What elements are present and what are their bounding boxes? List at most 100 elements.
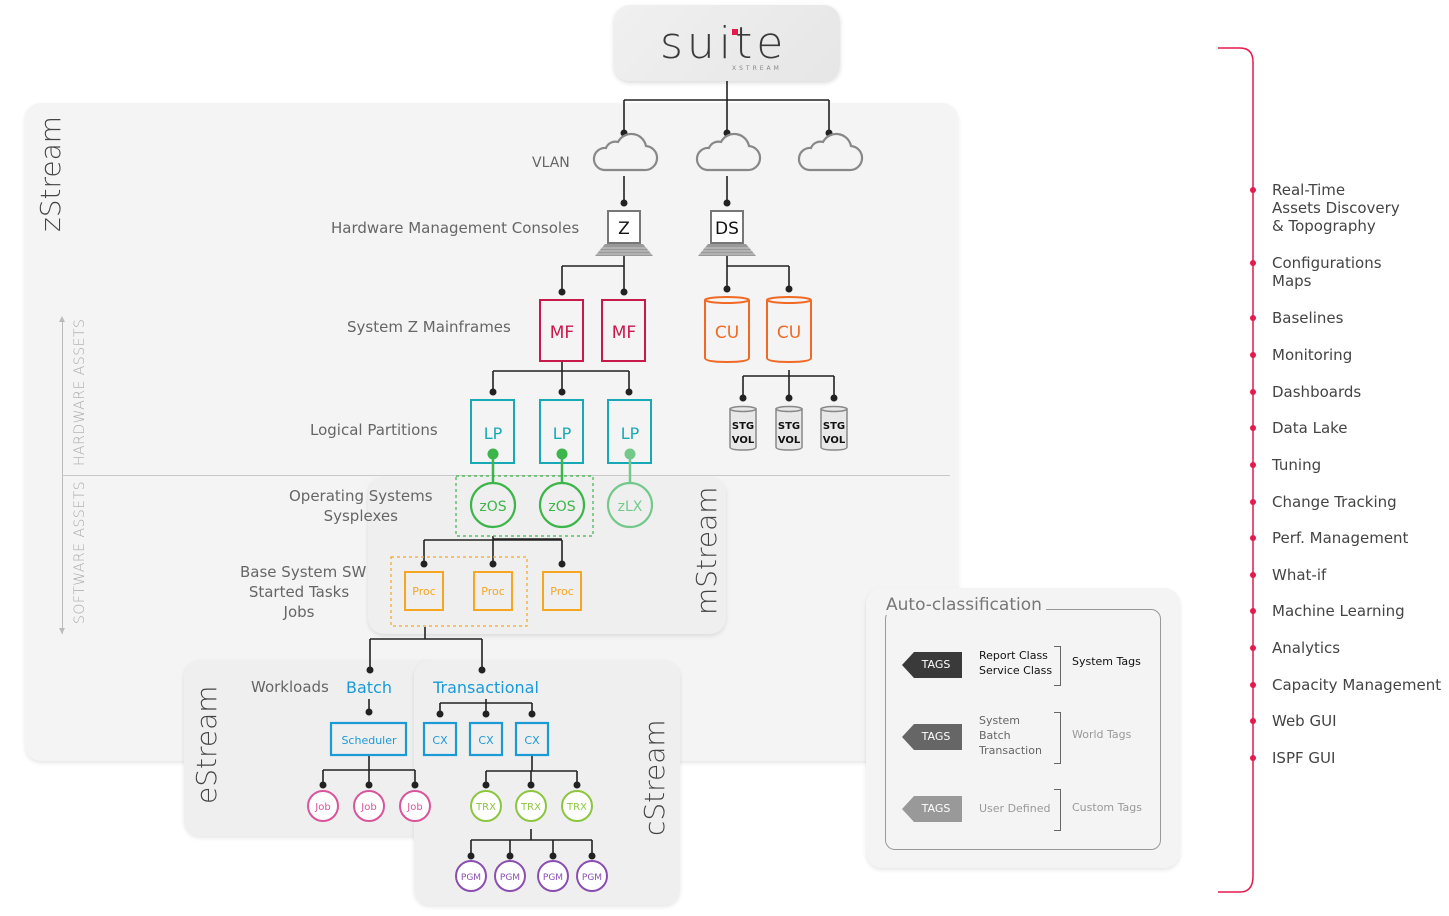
hmc-label: DS [715,219,739,239]
batch-label: Batch [346,678,392,697]
trx-node [470,790,502,822]
tag-item: Transaction [979,744,1042,757]
job-node [353,790,385,822]
feature-bullet-icon [1250,535,1256,541]
feature-bullet-icon [1250,425,1256,431]
feature-item: Capacity Management [1272,676,1441,694]
feature-item: Tuning [1272,456,1321,474]
row-label-sw-1: Base System SW [240,563,367,581]
control-unit-label: CU [715,323,739,343]
feature-item-line: Change Tracking [1272,493,1397,511]
connector [623,176,728,200]
tag-item: System [979,714,1021,727]
logo-main: suite [660,18,788,69]
trx-label: TRX [566,802,587,813]
feature-bullet-icon [1250,187,1256,193]
row-label-vlan: VLAN [532,155,570,171]
feature-bullet-icon [1250,645,1256,651]
trx-node [515,790,547,822]
tag-group-label: World Tags [1072,728,1132,741]
os-node [469,481,517,529]
feature-bullet-icon [1250,352,1256,358]
proc-label: Proc [481,585,505,598]
feature-item: Perf. Management [1272,529,1408,547]
feature-item: Machine Learning [1272,602,1405,620]
os-label: zLX [618,499,643,515]
lpar-label: LP [553,424,572,443]
storage-volume-node [820,405,848,451]
feature-bullet-icon [1250,499,1256,505]
feature-item-line: Dashboards [1272,383,1362,401]
feature-item-line: Analytics [1272,639,1341,657]
connector [470,829,593,855]
axis-arrow-up-icon [59,316,65,322]
mainframe-node [601,299,646,362]
mstream-panel [368,477,726,634]
cx-node [468,721,504,757]
control-unit-node [704,296,750,364]
mainframe-node [539,299,584,362]
feature-item: Web GUI [1272,712,1337,730]
cloud-icon [797,132,864,172]
trx-label: TRX [475,802,496,813]
connector-dot [556,448,568,460]
tag-items: User Defined [979,801,1050,816]
storage-volume-node [775,405,803,451]
sysplex-box [455,475,594,537]
feature-bullet-icon [1250,718,1256,724]
axis-arrow-down-icon [59,628,65,634]
pgm-node [576,860,608,892]
storage-volume-node [729,405,757,451]
row-label-os: Operating Systems Sysplexes [289,486,433,526]
connector [423,536,563,562]
transactional-label: Transactional [432,678,539,697]
lpar-label: LP [621,424,640,443]
scheduler-node [329,721,408,757]
os-label: zOS [548,499,575,515]
tag-items: System Batch Transaction [979,713,1042,758]
feature-item-line: Baselines [1272,309,1344,327]
hmc-label: Z [618,219,630,239]
feature-item-line: Configurations [1272,254,1382,272]
tag-badge: TAGS [902,724,962,750]
row-label-sw-3: Jobs [283,603,315,621]
cloud-icon [592,132,659,172]
pgm-node [494,860,526,892]
row-label-os-2: Sysplexes [323,507,398,525]
row-label-sw-2: Started Tasks [248,583,350,601]
job-label: Job [406,802,422,813]
tag-item: Service Class [979,664,1053,677]
feature-item-line: Perf. Management [1272,529,1409,547]
pgm-label: PGM [461,873,481,883]
job-node [399,790,431,822]
connector [623,81,830,133]
autoclassification-title: Auto-classification [882,595,1046,615]
feature-item-line: Data Lake [1272,419,1348,437]
pgm-label: PGM [543,873,563,883]
cloud-icon [695,132,762,172]
control-unit-node [766,296,812,364]
connector [369,627,483,668]
feature-item-line: Tuning [1272,456,1322,474]
cx-label: CX [478,734,494,747]
feature-item: Baselines [1272,309,1343,327]
tag-badge: TAGS [902,652,962,678]
pgm-node [455,860,487,892]
tag-label: TAGS [921,658,951,671]
connector [561,256,625,292]
tag-label: TAGS [921,802,951,815]
job-label: Job [314,802,330,813]
feature-bullet-icon [1250,389,1256,395]
cx-node [422,721,458,757]
proc-node [473,571,513,611]
feature-item-line: & Topography [1272,217,1376,235]
laptop-icon [595,210,653,256]
feature-bullet-icon [1250,315,1256,321]
scheduler-label: Scheduler [341,734,397,747]
control-unit-label: CU [777,323,801,343]
connector [491,454,564,483]
os-label: zOS [479,499,506,515]
row-label-hmc: Hardware Management Consoles [331,219,580,237]
